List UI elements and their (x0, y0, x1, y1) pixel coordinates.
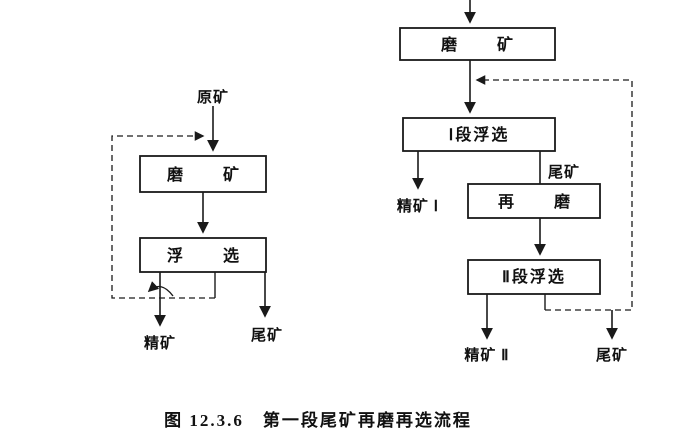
figure-caption: 图 12.3.6 第一段尾矿再磨再选流程 (164, 410, 472, 430)
stage2-flotation-box (467, 259, 601, 295)
stage2-flotation-label: Ⅱ段浮选 (502, 267, 566, 286)
left-tailings-label: 尾矿 (251, 326, 283, 344)
right-grinding-label: 磨 矿 (441, 35, 525, 54)
stage1-flotation-box (402, 117, 556, 152)
left-recycle-dashed-line (111, 131, 215, 299)
left-flotation-box (139, 237, 267, 273)
left-feed-label: 原矿 (197, 88, 229, 106)
right-grinding-box (399, 27, 556, 61)
regrind-box (467, 183, 601, 219)
left-grinding-box (139, 155, 267, 193)
stage1-flotation-label: Ⅰ段浮选 (449, 125, 510, 144)
left-flotation-label: 浮 选 (167, 246, 251, 265)
concentrate1-label: 精矿 Ⅰ (397, 197, 439, 215)
final-tailings-label: 尾矿 (596, 346, 628, 364)
left-concentrate-label: 精矿 (144, 334, 176, 352)
regrind-label: 再 磨 (498, 192, 582, 211)
right-recycle-dashed-line (475, 75, 633, 311)
left-grinding-label: 磨 矿 (167, 165, 251, 184)
tailings-mid-label: 尾矿 (548, 163, 580, 181)
froth-arc-icon (147, 281, 174, 297)
concentrate2-label: 精矿 Ⅱ (464, 346, 509, 364)
